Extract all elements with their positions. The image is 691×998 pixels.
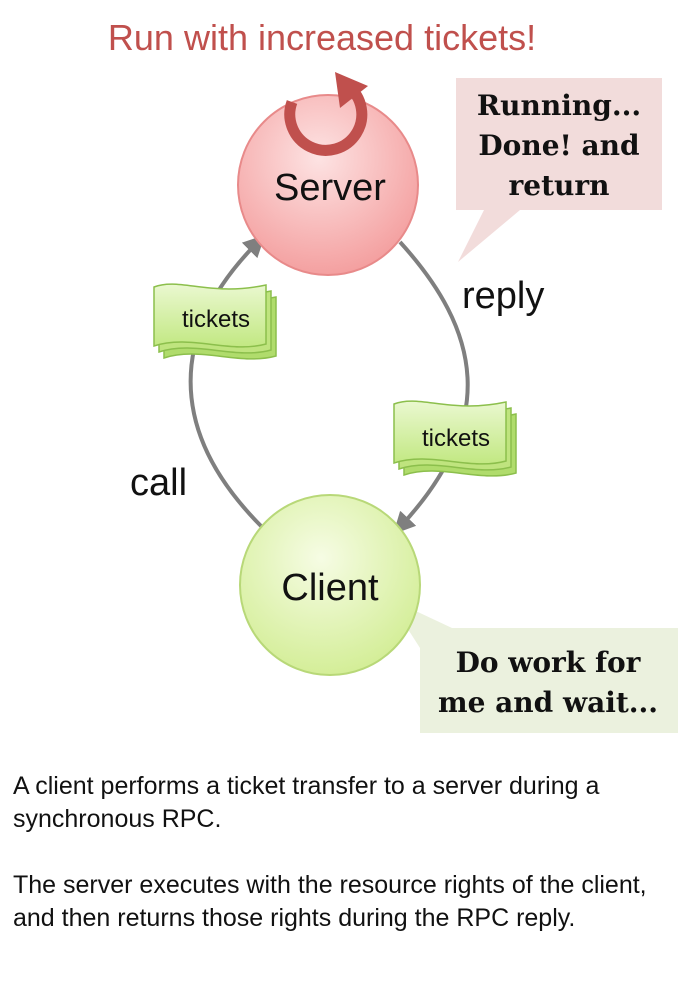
server-node: Server [237, 94, 419, 276]
server-label: Server [274, 167, 386, 209]
server-callout-line-1: Running... [477, 89, 641, 122]
server-callout-line-3: return [509, 169, 610, 202]
tickets-right: tickets [393, 400, 517, 477]
rpc-ticket-diagram: Run with increased tickets! Running... D… [108, 17, 678, 733]
diagram-title: Run with increased tickets! [108, 17, 536, 58]
reply-arrow [393, 240, 470, 535]
call-label: call [130, 462, 187, 504]
call-arrow [188, 234, 266, 529]
rotate-icon [284, 72, 368, 156]
tickets-left: tickets [153, 283, 277, 360]
tickets-right-label: tickets [422, 425, 490, 452]
caption-paragraph-1: A client performs a ticket transfer to a… [13, 772, 600, 833]
client-callout: Do work for me and wait... [388, 598, 678, 733]
client-callout-line-2: me and wait... [438, 686, 658, 719]
server-callout: Running... Done! and return [456, 78, 662, 262]
client-label: Client [281, 567, 379, 609]
reply-label: reply [462, 275, 544, 317]
caption-paragraph-2: The server executes with the resource ri… [13, 871, 647, 932]
tickets-left-label: tickets [182, 306, 250, 333]
client-callout-line-1: Do work for [456, 646, 642, 679]
server-callout-line-2: Done! and [478, 129, 639, 162]
caption: A client performs a ticket transfer to a… [13, 770, 683, 968]
client-node: Client [239, 494, 421, 676]
